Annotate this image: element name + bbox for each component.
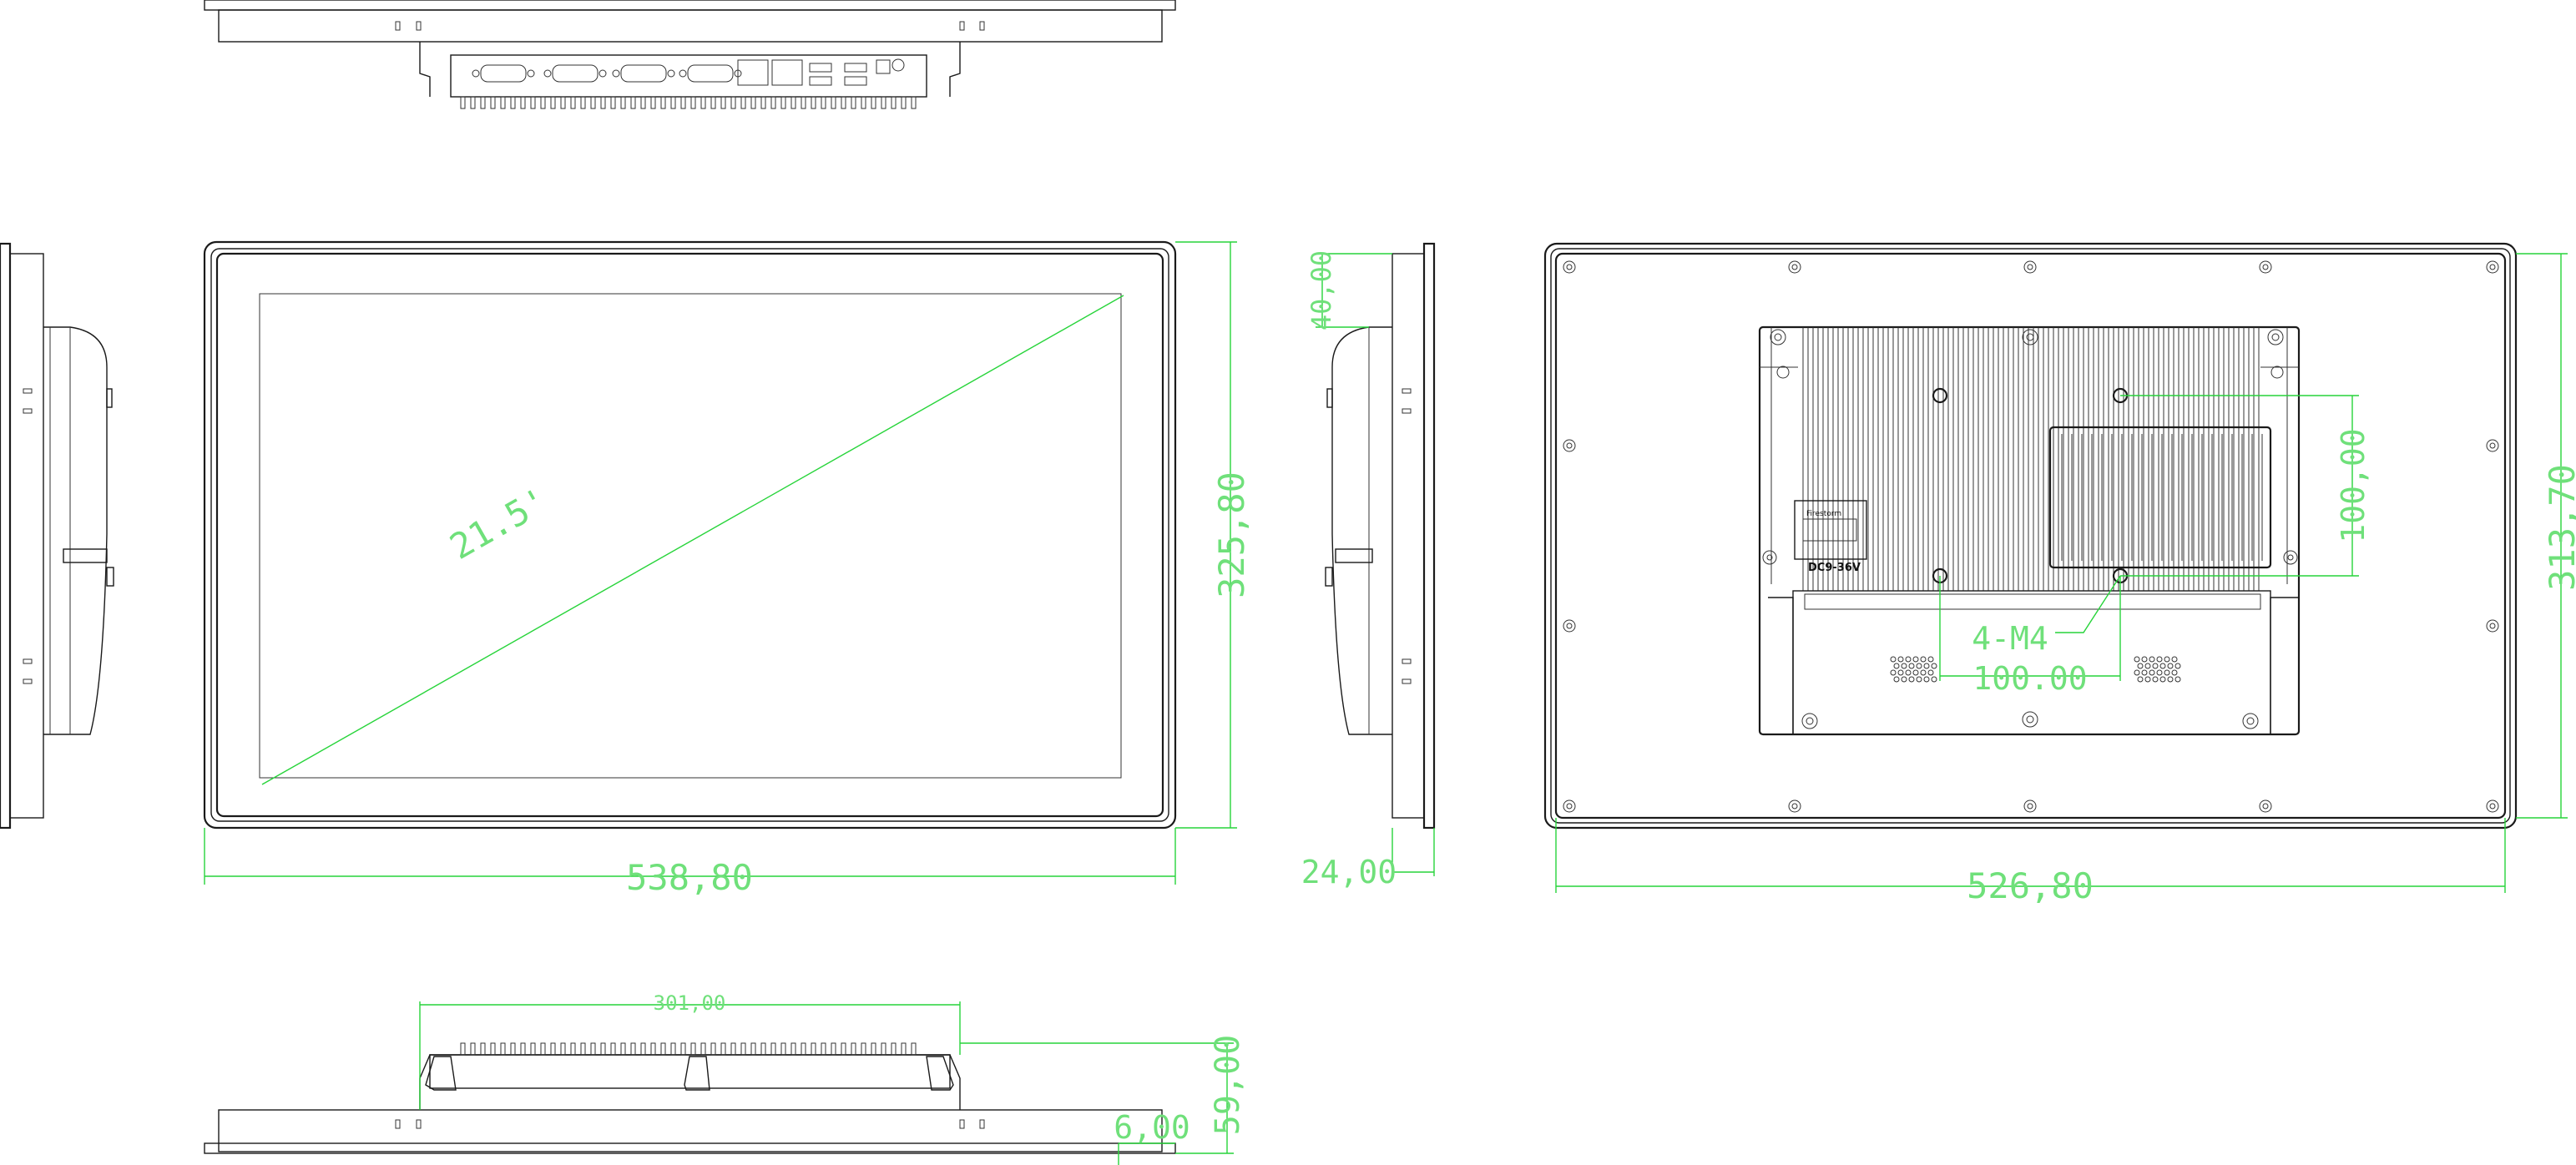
mounting-screws bbox=[1563, 260, 2499, 813]
vent-holes bbox=[1890, 656, 2181, 683]
heatsink-fins-bottom bbox=[460, 1042, 917, 1056]
display-area bbox=[259, 293, 1122, 779]
bottom-panel-dim: 6,00 bbox=[1114, 1109, 1190, 1146]
front-view: 21.5' 538,80 325,80 bbox=[203, 240, 1252, 898]
top-view bbox=[204, 0, 1176, 109]
heatsink-fins bbox=[1802, 327, 2260, 591]
back-view: Firestorm DC9-36V 100.00 100,00 4-M4 313… bbox=[1543, 242, 2576, 906]
bottom-view: 301,00 59,00 6,00 bbox=[204, 991, 1247, 1165]
heatsink-fins-top bbox=[460, 96, 917, 109]
front-width-dim: 538,80 bbox=[626, 857, 753, 898]
label-brand: Firestorm bbox=[1806, 510, 1841, 518]
screw-callout: 4-M4 bbox=[1972, 620, 2048, 657]
diagonal-line bbox=[261, 295, 1124, 785]
heatsink-cover bbox=[2048, 426, 2272, 569]
label-power: DC9-36V bbox=[1808, 562, 1861, 574]
serial-ports bbox=[472, 64, 742, 83]
left-side-view bbox=[0, 242, 114, 830]
diagonal-label: 21.5' bbox=[443, 480, 555, 567]
front-height-dim: 325,80 bbox=[1211, 472, 1252, 598]
product-label: Firestorm DC9-36V bbox=[1794, 500, 1867, 574]
side-depth-dim: 24,00 bbox=[1301, 854, 1397, 890]
back-height-dim: 313,70 bbox=[2542, 464, 2576, 591]
bottom-depth-dim: 59,00 bbox=[1209, 1035, 1247, 1135]
right-side-view: 40,00 24,00 bbox=[1301, 242, 1436, 890]
vesa-vertical-dim: 100,00 bbox=[2335, 428, 2371, 542]
vesa-horizontal-dim: 100.00 bbox=[1972, 660, 2087, 697]
lan-usb-ports bbox=[737, 58, 905, 86]
bottom-housing-dim: 301,00 bbox=[654, 991, 726, 1015]
vesa-holes bbox=[1932, 387, 2129, 584]
back-width-dim: 526,80 bbox=[1967, 865, 2094, 906]
side-offset-dim: 40,00 bbox=[1306, 250, 1337, 330]
